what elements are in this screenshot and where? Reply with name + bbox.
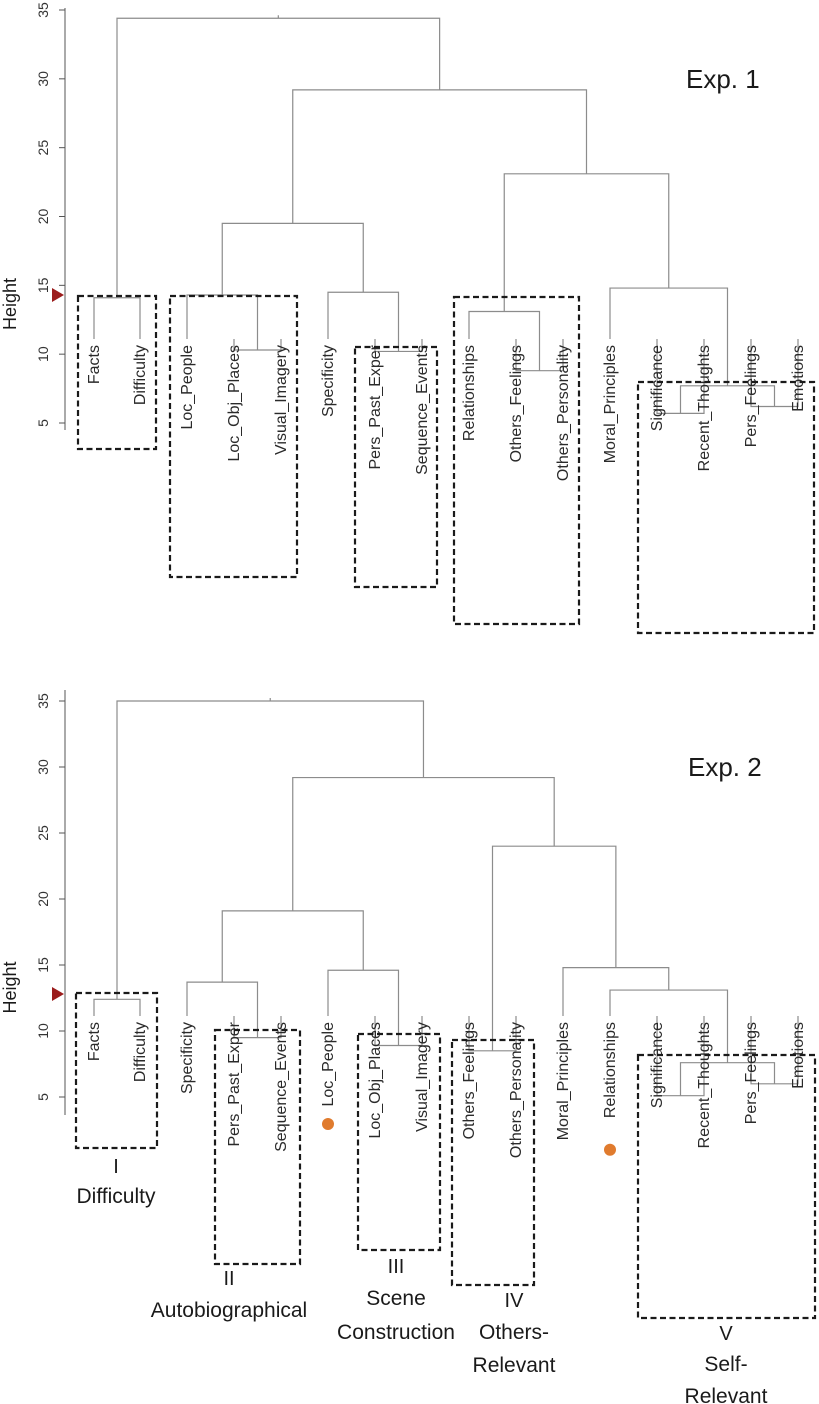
leaf-label: Loc_People (320, 1022, 337, 1107)
y-tick-label: 15 (35, 277, 51, 293)
cluster-numeral: V (719, 1323, 733, 1345)
leaf-label: Specificity (320, 345, 337, 417)
leaf-label: Loc_Obj_Places (367, 1022, 384, 1139)
cluster-numeral: II (223, 1268, 234, 1290)
y-tick-label: 15 (35, 957, 51, 973)
dendrogram-link (292, 776, 555, 911)
leaf-label: Pers_Feelings (743, 345, 760, 447)
leaf-label: Difficulty (132, 345, 149, 405)
y-tick-label: 10 (35, 346, 51, 362)
leaf-label: Pers_Feelings (743, 1022, 760, 1124)
dendrogram-link (233, 339, 282, 351)
y-tick-label: 5 (35, 1093, 51, 1101)
leaf-label: Emotions (790, 1022, 807, 1089)
cut-height-marker (52, 287, 64, 302)
leaf-label: Relationships (602, 1022, 619, 1118)
leaf-label: Visual_Imagery (414, 1022, 431, 1132)
cluster-numeral: III (388, 1256, 405, 1278)
dendrogram-link (679, 385, 776, 414)
cluster-box (74, 991, 159, 1150)
leaf-label: Recent_Thoughts (696, 345, 713, 471)
dendrogram-link (292, 89, 588, 224)
dendrogram-link (609, 287, 729, 386)
leaf-label: Others_Feelings (508, 345, 525, 462)
cluster-box (168, 294, 299, 579)
cluster-box (353, 345, 439, 589)
y-tick-label: 35 (35, 693, 51, 709)
cluster-name: Relevant (473, 1354, 556, 1377)
leaf-label: Pers_Past_Exper (367, 344, 384, 469)
leaf-label: Visual_Imagery (273, 345, 290, 455)
dendrogram-link (562, 967, 670, 1016)
leaf-label: Sequence_Events (414, 345, 431, 475)
dendrogram-link (221, 222, 364, 295)
y-axis-title: Height (0, 961, 20, 1013)
dendrogram-link (515, 339, 564, 372)
cluster-name: Scene (366, 1287, 426, 1310)
cluster-name: Autobiographical (151, 1299, 307, 1322)
leaf-label: Emotions (790, 345, 807, 412)
cluster-box (213, 1028, 302, 1266)
y-tick-label: 30 (35, 71, 51, 87)
cluster-name: Others- (479, 1321, 549, 1344)
y-tick-label: 20 (35, 891, 51, 907)
dendrogram-link (116, 17, 441, 298)
leaf-label: Relationships (461, 345, 478, 441)
cluster-name: Construction (337, 1321, 455, 1344)
highlight-dot (322, 1118, 334, 1130)
cluster-numeral: IV (505, 1290, 525, 1312)
leaf-label: Others_Personality (508, 1022, 525, 1158)
dendrogram-link (679, 1062, 776, 1096)
dendrogram-link (468, 310, 541, 371)
cluster-box (450, 1038, 536, 1287)
leaf-label: Sequence_Events (273, 1022, 290, 1152)
y-tick-label: 20 (35, 209, 51, 225)
leaf-label: Others_Personality (555, 345, 572, 481)
leaf-label: Moral_Principles (555, 1022, 572, 1140)
leaf-label: Facts (86, 345, 103, 384)
leaf-label: Difficulty (132, 1022, 149, 1082)
dendrogram-link (93, 297, 141, 339)
leaf-label: Pers_Past_Exper (226, 1021, 243, 1146)
highlight-dot (604, 1143, 616, 1156)
dendrogram-link (503, 173, 670, 312)
leaf-label: Specificity (179, 1022, 196, 1094)
panel-title: Exp. 1 (686, 64, 760, 94)
leaf-label: Loc_Obj_Places (226, 345, 243, 462)
leaf-label: Recent_Thoughts (696, 1022, 713, 1148)
leaf-label: Others_Feelings (461, 1022, 478, 1139)
cluster-numeral: I (113, 1156, 119, 1178)
y-tick-label: 35 (35, 2, 51, 18)
dendrogram-link (221, 910, 364, 983)
panel-title: Exp. 2 (688, 752, 762, 782)
leaf-label: Moral_Principles (602, 345, 619, 463)
y-tick-label: 30 (35, 759, 51, 775)
cut-height-marker (52, 987, 64, 1002)
y-tick-label: 25 (35, 140, 51, 156)
dendrogram-link (327, 291, 400, 352)
cluster-box (356, 1032, 442, 1252)
cluster-name: Relevant (685, 1385, 768, 1404)
y-tick-label: 10 (35, 1023, 51, 1039)
leaf-label: Loc_People (179, 345, 196, 430)
y-tick-label: 5 (35, 419, 51, 427)
leaf-label: Significance (649, 1022, 666, 1108)
dendrogram-link (116, 700, 425, 1000)
cluster-name: Self- (704, 1353, 747, 1376)
dendrogram-link (93, 998, 141, 1016)
dendrogram-link (491, 845, 617, 1051)
leaf-label: Facts (86, 1022, 103, 1061)
dendrogram-link (186, 294, 259, 351)
leaf-label: Significance (649, 345, 666, 431)
cluster-box (636, 1053, 817, 1320)
y-axis-title: Height (0, 278, 20, 330)
cluster-box (452, 295, 581, 626)
cluster-name: Difficulty (77, 1185, 156, 1208)
cluster-box (636, 380, 816, 635)
cluster-box (76, 294, 158, 451)
y-tick-label: 25 (35, 825, 51, 841)
